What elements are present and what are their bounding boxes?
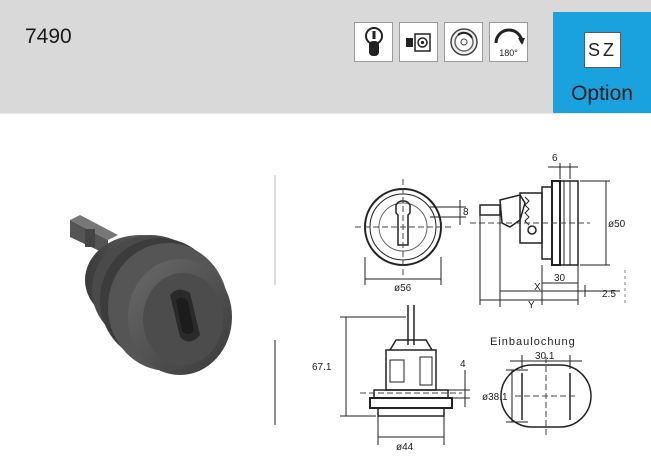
feature-icon-strip: 180°	[354, 22, 528, 62]
dim-2-5: 2.5	[602, 289, 616, 300]
product-photo	[70, 215, 232, 375]
technical-drawing: 6 8 ø56 ø50 30 X Y 2.5 67.1 4 ø44 Einbau…	[274, 153, 626, 453]
dim-30: 30	[554, 273, 566, 284]
rotation-ring-icon	[444, 22, 483, 62]
dim-height: 67.1	[312, 362, 332, 373]
dim-y: Y	[528, 300, 535, 311]
dim-depth-top: 6	[552, 153, 558, 164]
dim-dia-body: ø50	[608, 219, 626, 230]
front-mount-icon	[399, 22, 438, 62]
rotation-angle-label: 180°	[499, 48, 518, 58]
option-box: SZ Option	[553, 12, 651, 113]
header-bar: 7490	[0, 0, 651, 114]
dim-4: 4	[460, 359, 466, 370]
option-label: Option	[571, 82, 633, 105]
dim-dia-44: ø44	[396, 442, 414, 453]
dim-x: X	[534, 282, 541, 293]
cylinder-key-icon	[354, 22, 393, 62]
rotation-180-icon: 180°	[489, 22, 528, 62]
dim-cutout-width: 30.1	[535, 351, 555, 362]
dim-key-width: 8	[463, 207, 469, 218]
sz-badge: SZ	[584, 32, 621, 68]
cutout-title: Einbaulochung	[490, 336, 576, 348]
dim-cutout-dia: ø38.1	[482, 392, 508, 403]
product-code: 7490	[25, 25, 72, 48]
dim-dia-front: ø56	[394, 283, 412, 294]
